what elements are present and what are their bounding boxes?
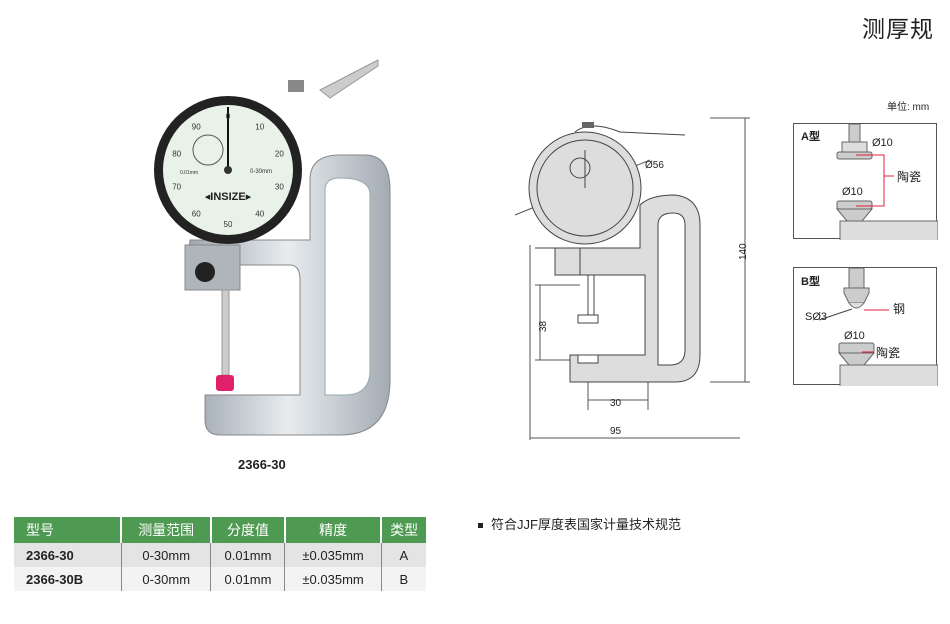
table-cell: 0.01mm xyxy=(210,567,286,591)
dia-bottom-label: Ø10 xyxy=(844,330,865,342)
table-cell: 0.01mm xyxy=(210,543,286,567)
dim-anvil: 30 xyxy=(610,398,622,409)
thickness-gauge-photo: ◂INSIZE▸ 0-30mm 0.01mm 0 10 20 30 40 50 60 70 80… xyxy=(154,59,391,436)
dial-number: 0 xyxy=(226,112,231,121)
unit-label: 单位: mm xyxy=(887,102,930,113)
dial-range-text: 0-30mm xyxy=(250,169,272,175)
dial-number: 10 xyxy=(255,122,264,131)
detail-a-panel: A型 Ø10 Ø10 陶瓷 xyxy=(793,123,939,242)
tip-label: SØ3 xyxy=(805,311,827,323)
dial-number: 70 xyxy=(172,183,181,192)
dial-number: 80 xyxy=(172,149,181,158)
dim-dial-diameter: Ø56 xyxy=(645,160,664,171)
type-a-label: A型 xyxy=(801,129,820,143)
dial-number: 90 xyxy=(192,122,201,131)
detail-b-panel: B型 SØ3 钢 Ø10 陶瓷 xyxy=(793,267,939,388)
tip-material-label: 钢 xyxy=(893,302,905,316)
technical-drawing: Ø56 140 38 30 95 xyxy=(514,117,750,440)
table-cell: 0-30mm xyxy=(121,543,212,567)
table-cell: A xyxy=(381,543,426,567)
table-cell: ±0.035mm xyxy=(284,543,382,567)
dim-height: 140 xyxy=(738,243,749,260)
dia-top-label: Ø10 xyxy=(872,137,893,149)
table-cell: 2366-30 xyxy=(14,543,122,567)
standard-note: 符合JJF厚度表国家计量技术规范 xyxy=(478,514,681,533)
table-cell: B xyxy=(381,567,426,591)
column-header: 型号 xyxy=(14,517,123,543)
type-b-label: B型 xyxy=(801,274,820,288)
material-label: 陶瓷 xyxy=(876,345,900,360)
dial-number: 20 xyxy=(275,149,284,158)
dim-depth: 38 xyxy=(538,320,549,332)
table-header: 型号测量范围分度值精度类型 xyxy=(14,517,426,543)
dial-number: 60 xyxy=(192,210,201,219)
dim-width: 95 xyxy=(610,426,622,437)
bullet-icon xyxy=(478,523,483,529)
brand-logo: ◂INSIZE▸ xyxy=(205,191,252,203)
table-cell: 2366-30B xyxy=(14,567,122,591)
material-label: 陶瓷 xyxy=(897,169,921,184)
product-caption: 2366-30 xyxy=(238,457,286,472)
table-cell: ±0.035mm xyxy=(284,567,382,591)
dial-number: 40 xyxy=(255,210,264,219)
column-header: 分度值 xyxy=(210,517,286,543)
note-text: 符合JJF厚度表国家计量技术规范 xyxy=(491,517,681,532)
page-title: 测厚规 xyxy=(862,16,934,42)
column-header: 类型 xyxy=(381,517,426,543)
dial-number: 30 xyxy=(275,183,284,192)
dial-resolution-text: 0.01mm xyxy=(180,170,198,176)
table-cell: 0-30mm xyxy=(121,567,212,591)
column-header: 测量范围 xyxy=(121,517,212,543)
dial-number: 50 xyxy=(224,220,233,229)
column-header: 精度 xyxy=(284,517,383,543)
dia-bottom-label: Ø10 xyxy=(842,186,863,198)
